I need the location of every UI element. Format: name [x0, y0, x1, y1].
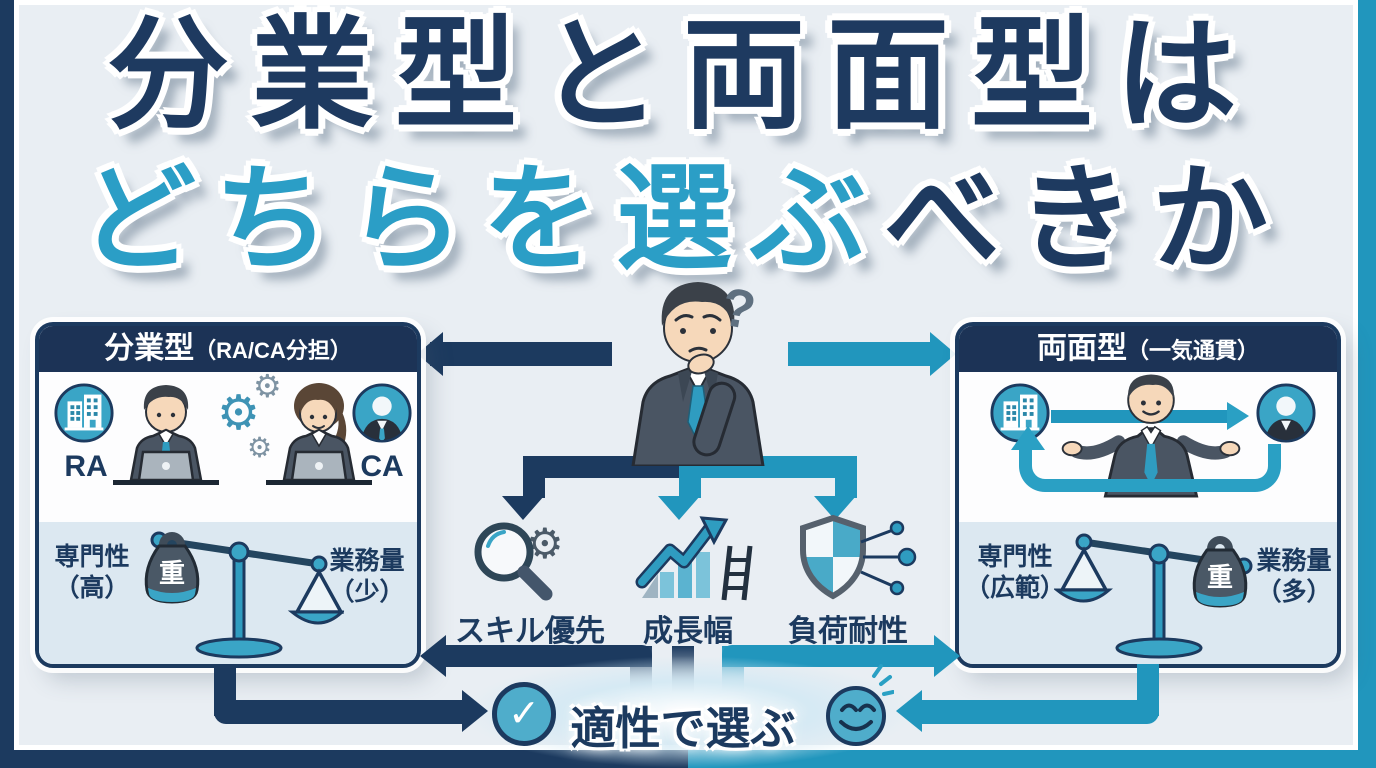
right-panel: 両面型（一気通貫）: [955, 322, 1341, 668]
left-panel-bottom-connector-horizontal: [214, 700, 462, 724]
check-glyph: ✓: [508, 693, 540, 735]
mid-arrow-to-left-head: [420, 635, 446, 677]
right-panel-title: 両面型: [1036, 332, 1127, 365]
cycle-return-arrow: [1019, 444, 1281, 492]
weight-kanji: 重: [159, 558, 185, 588]
weight-kanji: 重: [1207, 562, 1233, 592]
arrow-to-right-panel-head: [930, 332, 956, 376]
weight-icon: 重: [144, 532, 200, 604]
cycle-return-arrow-head: [1011, 426, 1045, 450]
right-panel-specialty-label: 専門性 （広範）: [961, 542, 1069, 604]
gear-icon: ⚙: [253, 368, 282, 404]
consultant-open-arms-icon: [1061, 374, 1241, 498]
left-panel-title: 分業型: [104, 332, 195, 365]
workload-text: 業務量: [1256, 547, 1332, 575]
main-title-line2-rest: べきか: [884, 154, 1286, 284]
branch-arrowhead-center: [658, 496, 700, 520]
growth-chart-ladder-icon: [635, 516, 753, 601]
person-badge-icon: [352, 383, 412, 443]
main-title-line2: どちらを選ぶべきか: [30, 150, 1336, 289]
smiley-icon: [826, 664, 894, 746]
gear-icon: ⚙: [247, 432, 273, 463]
conclusion-arrow-right-head: [896, 690, 922, 732]
person-badge-icon: [1256, 383, 1316, 443]
businesswoman-laptop-icon: [266, 383, 372, 485]
main-title-line1-text: 分業型と両面型は: [107, 7, 1259, 143]
branch-drop-center: [679, 456, 701, 498]
ca-label: CA: [360, 450, 404, 483]
arrow-to-right-panel-bar: [788, 342, 932, 366]
main-title-line2-highlight: どちらを選ぶ: [80, 154, 884, 284]
specialty-text: 専門性: [977, 543, 1053, 571]
balance-scale-icon: [150, 531, 344, 659]
criterion-growth-label: 成長幅: [643, 615, 733, 648]
branch-drop-right: [835, 456, 857, 498]
frame-right-band: [1358, 0, 1376, 768]
left-panel-subtitle: （RA/CA分担）: [194, 338, 352, 363]
workload-level: （多）: [1256, 578, 1332, 606]
building-icon: [54, 383, 114, 443]
right-panel-subtitle: （一気通貫）: [1126, 338, 1259, 363]
criterion-load-label: 負荷耐性: [788, 615, 908, 648]
thinking-businessman-icon: [631, 282, 765, 466]
specialty-level: （高）: [54, 574, 130, 602]
left-panel: 分業型（RA/CA分担） RA: [35, 322, 421, 668]
left-panel-header: 分業型（RA/CA分担）: [39, 326, 417, 372]
conclusion-arrow-left-head: [462, 690, 488, 732]
main-title-line1: 分業型と両面型は: [30, 2, 1336, 148]
specialty-level: （広範）: [964, 574, 1065, 602]
left-panel-specialty-label: 専門性 （高）: [43, 542, 141, 604]
ra-label: RA: [64, 450, 108, 483]
gear-icon: ⚙: [217, 387, 261, 440]
right-panel-workload-label: 業務量 （多）: [1247, 546, 1337, 608]
arrow-to-left-panel-head: [417, 332, 443, 376]
criterion-skill-label: スキル優先: [455, 615, 605, 648]
conclusion-text: 適性で選ぶ: [570, 703, 796, 754]
cycle-forward-arrow-head: [1227, 402, 1249, 430]
magnifier-gear-icon: ⚙: [474, 519, 564, 601]
branch-drop-left: [523, 456, 545, 498]
check-circle-icon: ✓: [492, 682, 556, 746]
workload-level: （少）: [329, 578, 405, 606]
right-panel-bottom-connector-horizontal: [922, 700, 1159, 724]
branch-arrowhead-left: [502, 496, 544, 520]
businessman-laptop-icon: [113, 385, 219, 485]
mid-arrow-to-right-head: [934, 635, 960, 677]
shield-network-icon: [800, 514, 917, 600]
weight-icon: 重: [1192, 536, 1248, 608]
left-panel-workload-label: 業務量 （少）: [315, 546, 417, 608]
right-panel-header: 両面型（一気通貫）: [959, 326, 1337, 372]
specialty-text: 専門性: [54, 543, 130, 571]
arrow-to-left-panel-bar: [430, 342, 612, 366]
workload-text: 業務量: [329, 547, 405, 575]
frame-left-band: [0, 0, 14, 768]
